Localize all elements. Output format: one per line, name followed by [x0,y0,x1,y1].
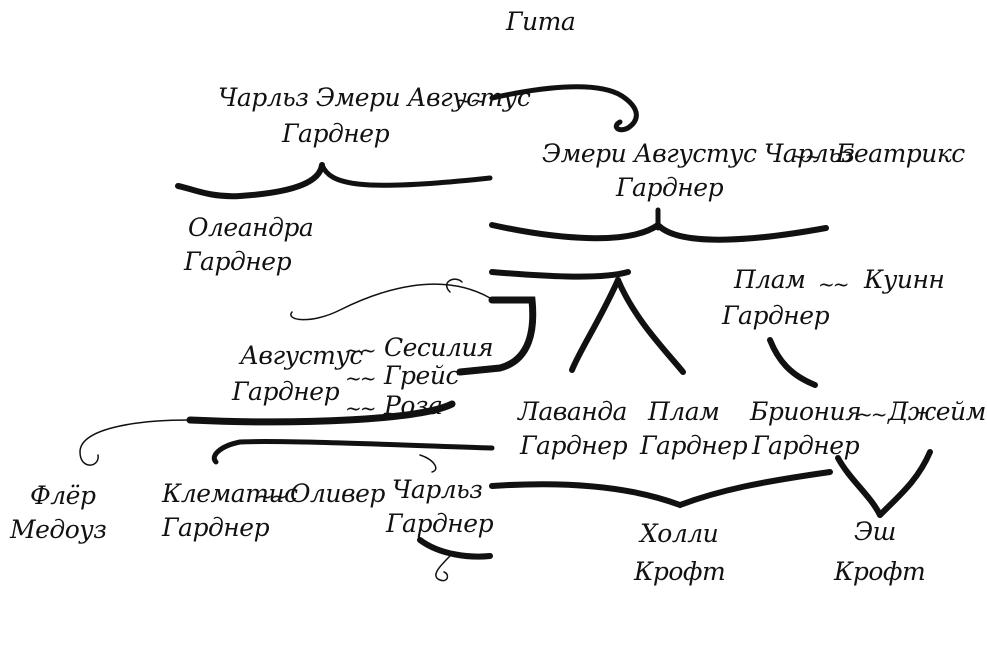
person-charles-emery-name: Чарльз Эмери Августус [218,83,531,112]
spouse-tilde: ~~ [818,272,849,296]
person-grace-name: Грейс [384,361,459,390]
branch-ash-left [835,455,883,518]
tree-title: Гита [506,7,576,36]
person-augustus-name: Августус [240,341,363,370]
person-emery-augustus-surname: Гарднер [616,173,724,202]
person-fleur-surname: Медоуз [10,515,107,544]
branch-holly [489,469,833,509]
person-oleandra-surname: Гарднер [184,247,292,276]
person-clematis-surname: Гарднер [162,513,270,542]
person-brionia-surname: Гарднер [752,431,860,460]
branch-ash-right [877,449,933,518]
spouse-tilde: ~~ [256,484,287,508]
branch-charles-trunk-right [319,162,493,188]
spouse-tilde: ~~ [345,396,376,420]
spouse-tilde: ~~ [856,402,887,426]
branch-plum-to-brionia [767,337,818,388]
person-rosa-name: Роза [384,391,443,420]
person-emery-augustus-name: Эмери Августус Чарльз [542,139,855,168]
person-ash-name: Эш [854,517,896,546]
branch-fork-plum [615,277,686,375]
person-lavanda-name: Лаванда [518,397,627,426]
person-beatrix-name: Беатрикс [836,139,965,168]
person-augustus-surname: Гарднер [232,377,340,406]
person-clematis-name: Клематис [162,479,298,508]
spouse-tilde: ~~ [455,88,486,112]
person-charles-surname: Гарднер [386,509,494,538]
person-oleandra-name: Олеандра [188,213,314,242]
branch-to-augustus [456,296,537,376]
branch-to-charles [419,454,437,473]
branch-augustus-vine2 [445,278,463,293]
person-lavanda-surname: Гарднер [520,431,628,460]
person-plum-surname: Гарднер [640,431,748,460]
branch-to-fleur [79,419,191,466]
branch-fork-lavanda [569,277,621,373]
branch-charles-to-emery [489,84,639,133]
person-plum-senior-name: Плам [734,265,806,294]
branch-augustus-long [186,400,456,426]
person-holly-name: Холли [640,519,719,548]
person-holly-surname: Крофт [634,557,726,586]
branch-to-clematis [211,439,495,465]
person-brionia-name: Бриония [750,397,862,426]
person-charles-emery-surname: Гарднер [282,119,390,148]
branch-charles-to-oleandra [175,162,325,200]
branch-to-plum-senior [489,269,631,280]
person-plum-senior-surname: Гарднер [722,301,830,330]
person-fleur-name: Флёр [30,481,96,510]
spouse-tilde: ~~ [345,338,376,362]
branch-charles-lower [417,537,493,560]
spouse-tilde: ~~ [790,144,821,168]
person-james-name: Джеймс [888,397,987,426]
person-cecilia-name: Сесилия [384,333,494,362]
branch-augustus-vine [290,283,491,321]
person-quinn-name: Куинн [864,265,945,294]
person-charles-name: Чарльз [392,475,483,504]
spouse-tilde: ~~ [345,366,376,390]
person-ash-surname: Крофт [834,557,926,586]
branch-charles-curl [435,555,451,582]
person-plum-name: Плам [648,397,720,426]
person-oliver-name: Оливер [290,479,385,508]
